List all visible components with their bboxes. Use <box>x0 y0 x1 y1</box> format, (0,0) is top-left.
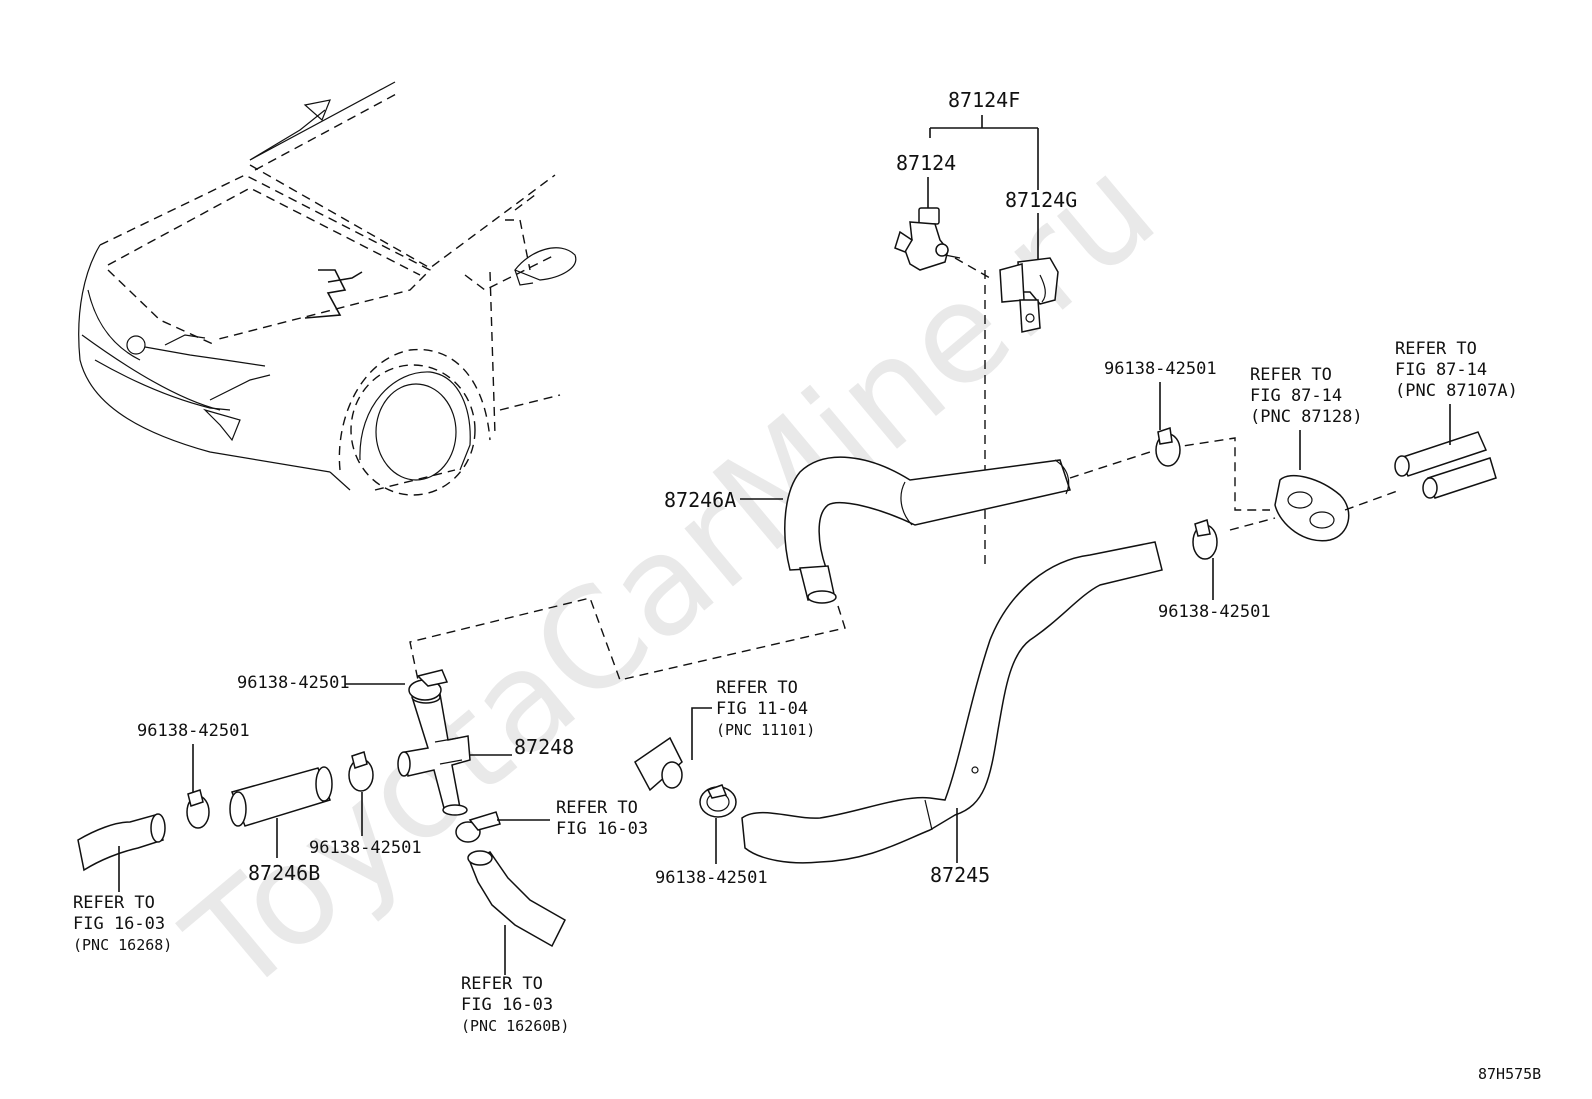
label-clamp-87245-end: 96138-42501 <box>655 868 768 888</box>
svg-text:FIG 11-04: FIG 11-04 <box>716 699 808 719</box>
figure-code: 87H575B <box>1478 1065 1541 1083</box>
label-87124: 87124 <box>896 151 956 175</box>
label-clamp-87248-top: 96138-42501 <box>237 673 350 693</box>
grommet-87128 <box>1274 474 1350 542</box>
svg-text:REFER TO: REFER TO <box>1250 365 1332 385</box>
pipe-16268 <box>77 813 166 872</box>
hose-16260B <box>467 850 566 948</box>
clamp-87248-left <box>348 751 374 792</box>
leader-ref-11101 <box>691 707 712 760</box>
label-87246B: 87246B <box>248 861 320 885</box>
label-87246A: 87246A <box>664 488 736 512</box>
ref-16-03-mid: REFER TO FIG 16-03 <box>556 798 648 839</box>
ref-87128: REFER TO FIG 87-14 (PNC 87128) <box>1250 365 1363 427</box>
dashed-line-87246A-down <box>409 597 846 681</box>
leader-87124F <box>929 115 1039 190</box>
svg-text:(PNC 16260B): (PNC 16260B) <box>461 1017 569 1035</box>
label-87124G: 87124G <box>1005 188 1077 212</box>
svg-text:FIG 87-14: FIG 87-14 <box>1250 386 1342 406</box>
svg-text:REFER TO: REFER TO <box>1395 339 1477 359</box>
dashed-line-grommet-pipes <box>1229 489 1401 531</box>
dashed-leader-bracket <box>954 257 991 570</box>
svg-text:FIG 16-03: FIG 16-03 <box>556 819 648 839</box>
pipes-87107A <box>1394 431 1497 499</box>
svg-text:FIG 16-03: FIG 16-03 <box>461 995 553 1015</box>
hose-87246A <box>784 456 1071 604</box>
label-clamp-right-upper: 96138-42501 <box>1104 359 1217 379</box>
svg-text:(PNC 11101): (PNC 11101) <box>716 721 815 739</box>
svg-text:REFER TO: REFER TO <box>716 678 798 698</box>
svg-text:(PNC 87128): (PNC 87128) <box>1250 407 1363 427</box>
svg-text:FIG 16-03: FIG 16-03 <box>73 914 165 934</box>
label-87124F: 87124F <box>948 88 1020 112</box>
bracket-87124G <box>999 257 1059 333</box>
label-87248: 87248 <box>514 735 574 759</box>
ref-11101: REFER TO FIG 11-04 (PNC 11101) <box>716 678 815 739</box>
label-clamp-87246B-left: 96138-42501 <box>137 721 250 741</box>
ref-16260B: REFER TO FIG 16-03 (PNC 16260B) <box>461 974 569 1035</box>
svg-text:REFER TO: REFER TO <box>461 974 543 994</box>
clamp-87248-bottom <box>455 811 501 843</box>
svg-text:(PNC 87107A): (PNC 87107A) <box>1395 381 1518 401</box>
svg-text:(PNC 16268): (PNC 16268) <box>73 936 172 954</box>
car-illustration <box>78 81 577 496</box>
pipe-11101 <box>634 736 683 792</box>
bracket-87124 <box>894 207 961 271</box>
label-87245: 87245 <box>930 863 990 887</box>
svg-text:FIG 87-14: FIG 87-14 <box>1395 360 1487 380</box>
ref-87107A: REFER TO FIG 87-14 (PNC 87107A) <box>1395 339 1518 401</box>
svg-text:REFER TO: REFER TO <box>73 893 155 913</box>
svg-text:REFER TO: REFER TO <box>556 798 638 818</box>
clamp-right-upper <box>1155 427 1181 467</box>
label-clamp-87248-left: 96138-42501 <box>309 838 422 858</box>
clamp-right-lower <box>1192 519 1218 560</box>
ref-16268: REFER TO FIG 16-03 (PNC 16268) <box>73 893 172 954</box>
hose-87246B <box>229 766 333 827</box>
hose-87245 <box>741 541 1163 864</box>
label-clamp-right-lower: 96138-42501 <box>1158 602 1271 622</box>
svg-text:87124F: 87124F <box>948 88 1020 112</box>
clamp-87245-end <box>699 784 737 818</box>
clamp-87246B-left <box>186 789 210 829</box>
dashed-line-87246A-right <box>1069 437 1270 511</box>
clamp-87248-top <box>408 669 449 701</box>
